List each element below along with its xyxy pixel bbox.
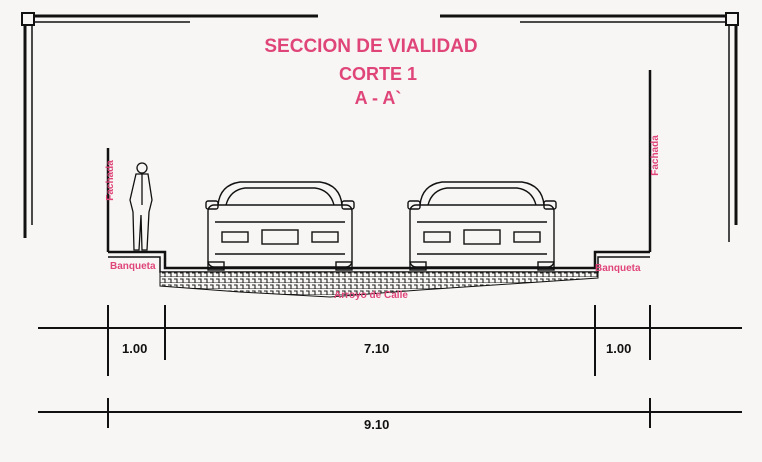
sidewalk-right-label: Banqueta bbox=[595, 263, 641, 274]
section-title: SECCION DE VIALIDAD bbox=[264, 36, 478, 57]
dimension-total: 9.10 bbox=[364, 417, 390, 432]
car-right bbox=[407, 181, 557, 271]
dimension-roadway: 7.10 bbox=[364, 341, 390, 356]
ground-profile bbox=[106, 70, 652, 273]
dimension-lines bbox=[38, 305, 742, 428]
facade-right-label: Fachada bbox=[649, 135, 661, 176]
section-cut-label: CORTE 1 bbox=[338, 64, 417, 84]
person-figure bbox=[129, 162, 153, 251]
roadway-base bbox=[159, 271, 599, 298]
car-left bbox=[205, 181, 355, 271]
sidewalk-left-label: Banqueta bbox=[110, 261, 156, 272]
roadway-label: Arroyo de Calle bbox=[334, 290, 408, 301]
facade-left-label: Fachada bbox=[104, 160, 116, 201]
dimension-sidewalk-left: 1.00 bbox=[122, 341, 148, 356]
section-cut-id: A - A` bbox=[354, 88, 402, 108]
dimension-sidewalk-right: 1.00 bbox=[606, 341, 632, 356]
drawing-frame bbox=[21, 12, 739, 242]
